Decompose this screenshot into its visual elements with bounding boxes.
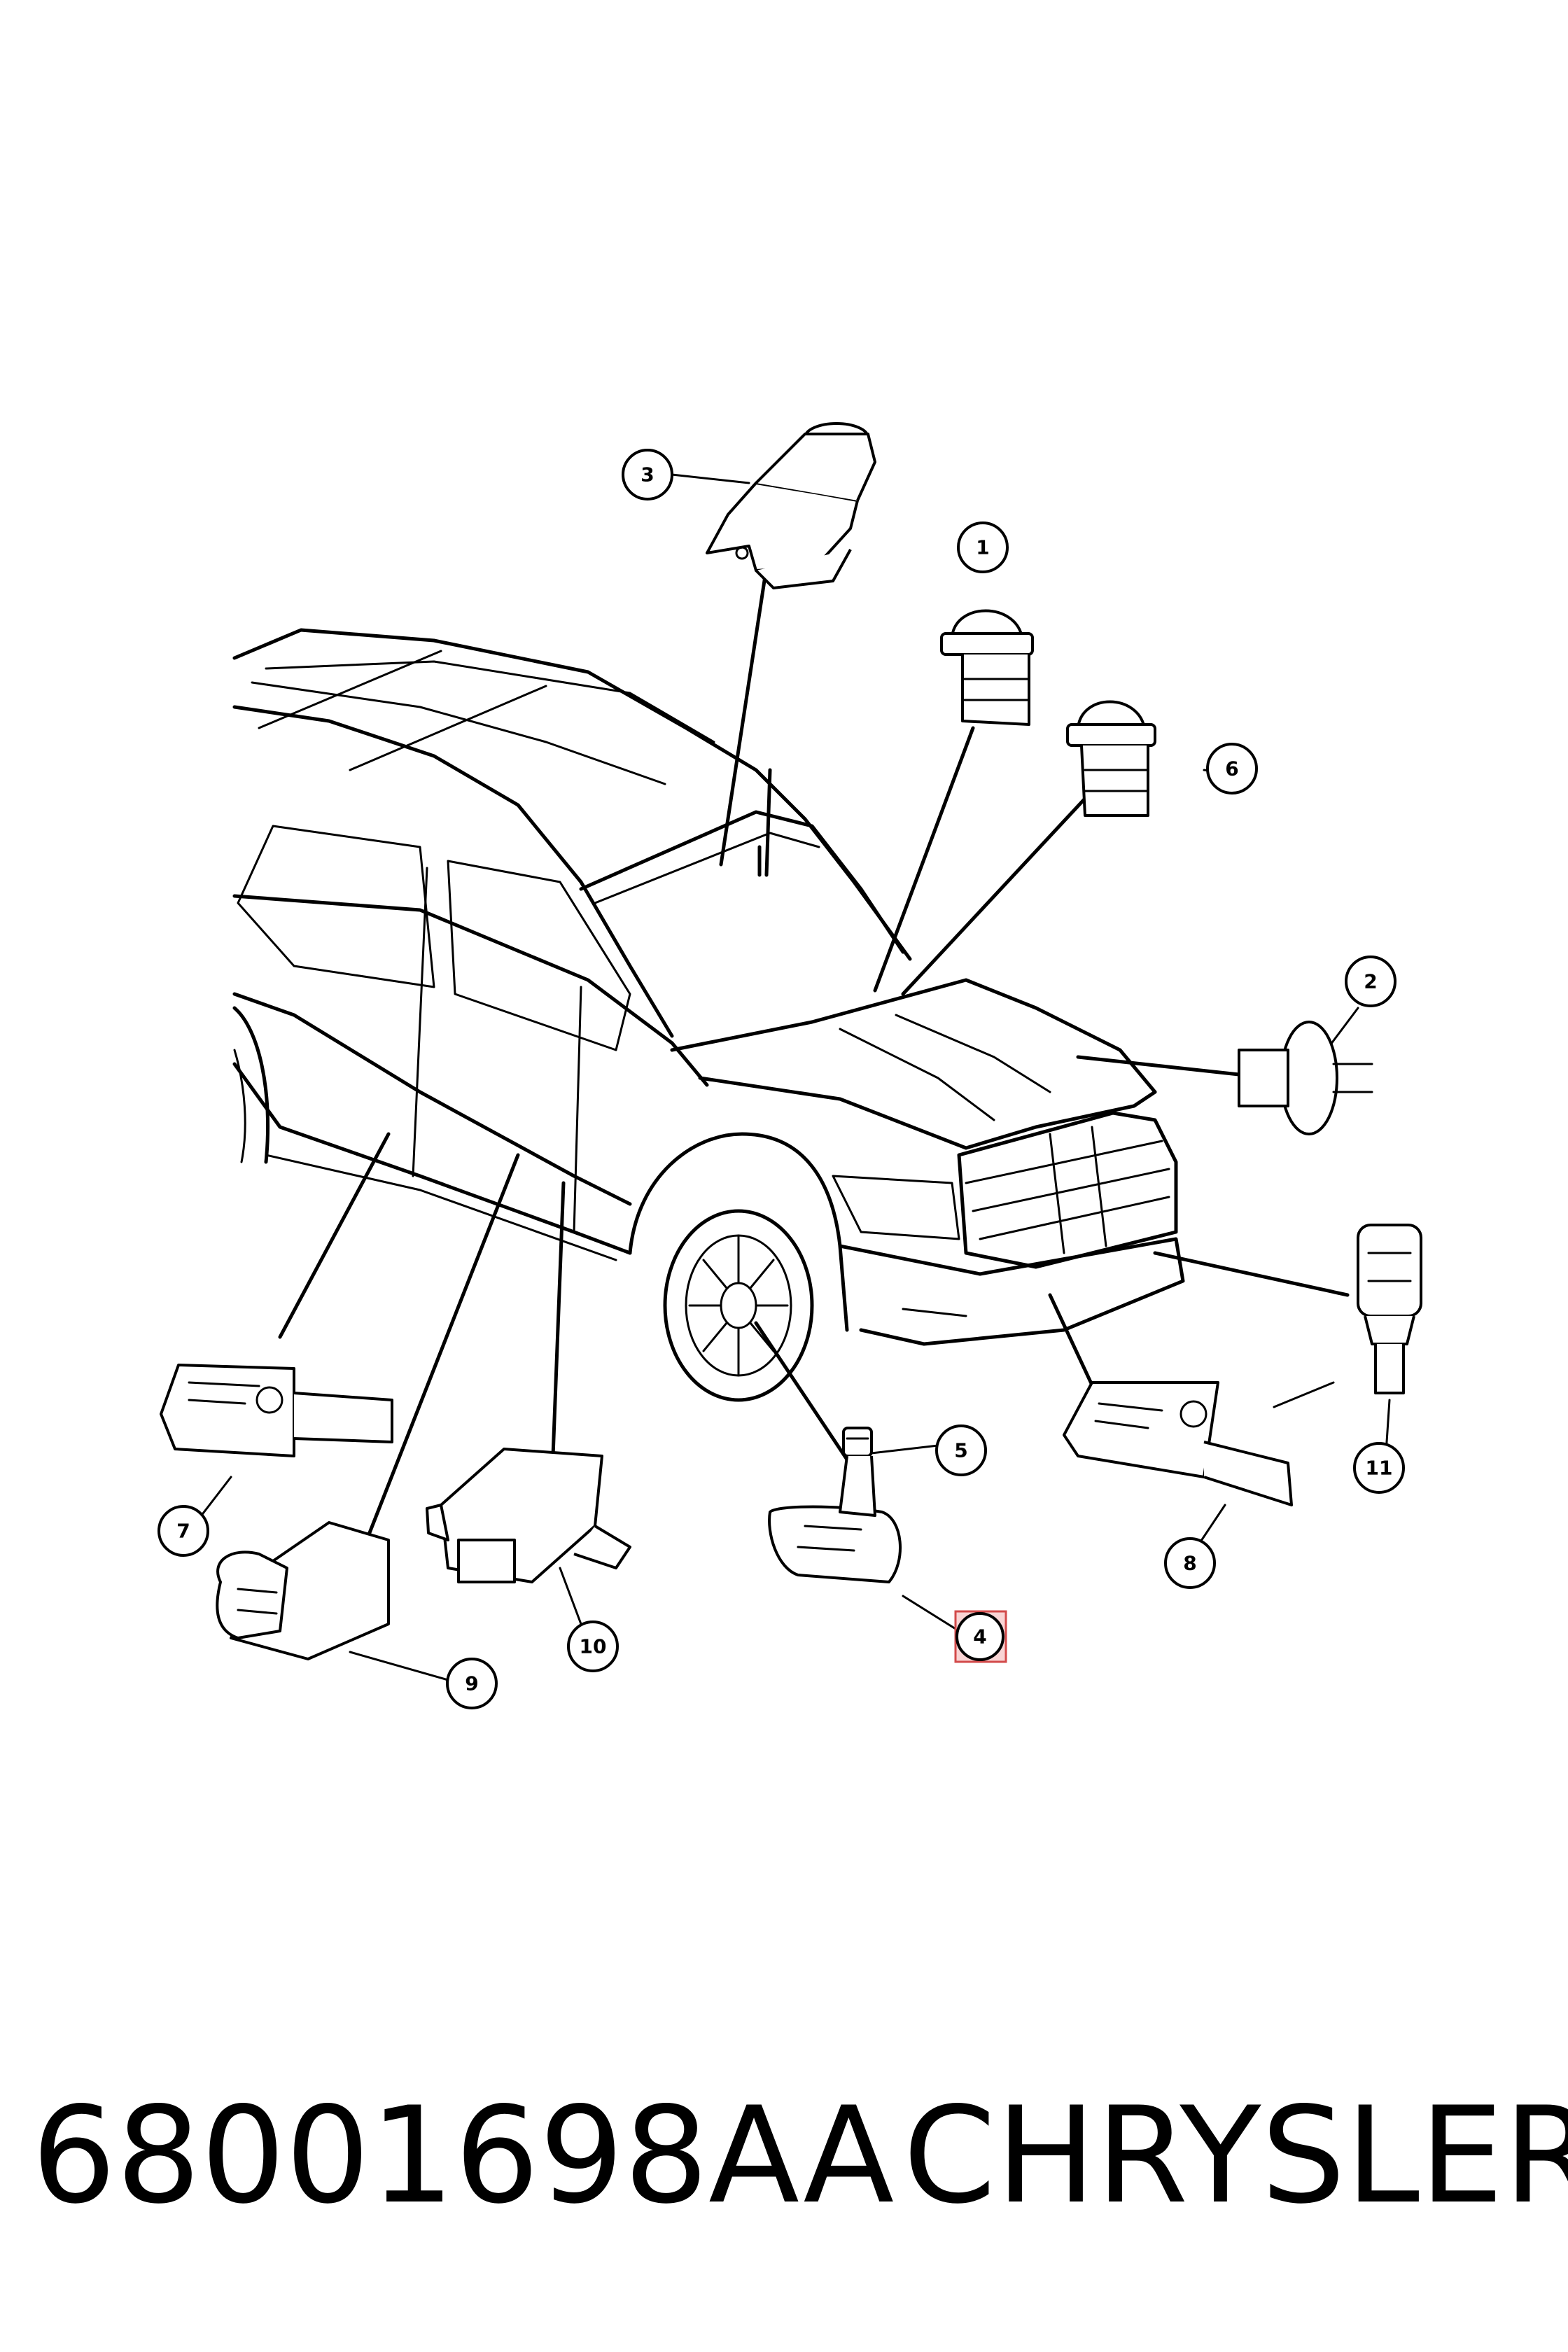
part-8-sensor xyxy=(1063,1381,1293,1506)
callout-3-label: 3 xyxy=(640,463,654,486)
callout-4-label: 4 xyxy=(973,1625,986,1648)
part-4-tpms-sensor xyxy=(768,1505,902,1583)
leader-line-3 xyxy=(719,565,769,867)
callout-6: 6 xyxy=(1206,743,1258,794)
callout-8-label: 8 xyxy=(1183,1552,1196,1575)
leader-line-6 xyxy=(901,789,1094,996)
callout-9: 9 xyxy=(446,1658,498,1709)
callout-10-label: 10 xyxy=(580,1635,607,1658)
vehicle-illustration xyxy=(232,628,1185,1402)
part-1-sensor xyxy=(940,609,1034,726)
leader-line-5 xyxy=(754,1321,849,1462)
part-5-valve-stem xyxy=(839,1427,876,1517)
leader-line-11 xyxy=(1153,1251,1350,1297)
part-number: 68001698AA xyxy=(31,2078,895,2233)
part-11-sensor xyxy=(1357,1224,1422,1394)
leader-line-9 xyxy=(362,1153,520,1549)
callout-3: 3 xyxy=(622,449,673,500)
callout-4: 4 xyxy=(954,1610,1007,1663)
brand-name: CHRYSLER xyxy=(903,2078,1568,2233)
callout-5-label: 5 xyxy=(954,1439,967,1462)
callout-2: 2 xyxy=(1345,955,1396,1007)
leader-lines xyxy=(195,473,1391,1681)
part-6-sensor xyxy=(1066,700,1156,817)
callout-5: 5 xyxy=(935,1424,987,1476)
leader-line-7 xyxy=(278,1132,391,1339)
callout-1: 1 xyxy=(957,522,1009,573)
callout-6-label: 6 xyxy=(1225,757,1238,780)
callout-9-label: 9 xyxy=(465,1672,478,1695)
callout-11-label: 11 xyxy=(1366,1457,1393,1480)
part-9-connector xyxy=(216,1521,390,1660)
leader-line-2 xyxy=(1076,1055,1241,1077)
callout-7: 7 xyxy=(158,1505,209,1557)
part-10-module xyxy=(426,1448,631,1583)
leader-line-1 xyxy=(873,726,975,993)
callout-11: 11 xyxy=(1353,1442,1405,1494)
part-3-sensor xyxy=(706,422,876,589)
leader-line-10 xyxy=(551,1181,566,1458)
part-2-sensor xyxy=(1238,1021,1373,1135)
callout-10: 10 xyxy=(567,1620,619,1672)
callout-1-label: 1 xyxy=(976,536,989,559)
callout-2-label: 2 xyxy=(1364,970,1377,993)
callout-8: 8 xyxy=(1164,1537,1216,1589)
callout-7-label: 7 xyxy=(176,1520,190,1543)
part-7-sensor xyxy=(160,1364,393,1457)
